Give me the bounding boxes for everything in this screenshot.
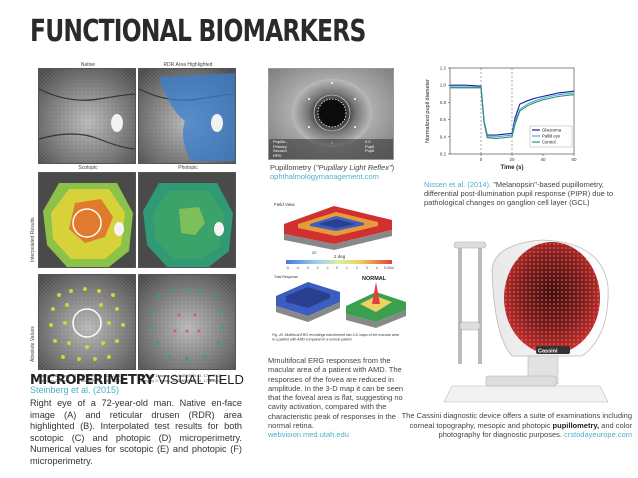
scale-tick: 2 [356,266,358,270]
chart-caption: Nissen et al. (2014). "Melanopsin"-based… [424,180,624,207]
x-tick-label: 0 [480,157,483,162]
y-tick-label: 0.2 [440,152,447,157]
column-header-rdr: RDR Area Highlighted [163,62,213,68]
legend-label: Pallid eye [542,134,561,139]
erg-figure-caption: Fig. 40. Multifocal ERG recordings trans… [272,333,400,342]
cassini-brand-label: Cassini [538,349,558,355]
pupil-readout-line: Primary [273,143,287,149]
scale-tick: -5 [286,266,289,270]
scale-tick: 3 [366,266,368,270]
caption-suffix: ) [391,163,395,172]
chart-caption-text: "Melanopsin"-based pupillometry, differe… [424,180,614,207]
pupil-readout-line: RPD [273,152,282,158]
cassini-text-before: The Cassini diagnostic device offers a s… [401,411,632,430]
cassini-description: The Cassini diagnostic device offers a s… [396,411,632,440]
pupil-readout-line: Second [273,148,287,154]
erg-body-text: Mmultifocal ERG responses from the macul… [268,356,404,431]
fundus-image-f [138,274,236,370]
erg-source-link[interactable]: webvision.med.utah.edu [268,430,349,440]
x-tick-label: 20 [509,157,515,162]
erg-deg-value: 20 [312,250,317,255]
fundus-image-d [138,172,236,268]
cassini-text-after: and color photography for diagnostic pur… [438,420,632,440]
multifocal-erg-figure: Field View 2 deg 20 -5 -4 -3 -2 -1 0 1 2… [264,196,414,346]
caption-italic: "Pupillary Light Reflex" [315,163,392,172]
chart-source-link[interactable]: Nissen et al. (2014). [424,180,492,189]
column-header-scotopic: Scotopic [78,165,98,171]
scale-tick: 4 [376,266,378,270]
fundus-image-e [38,274,136,370]
heading-bold: MICROPERIMETRY [30,373,155,388]
x-axis-label: Time (s) [501,165,524,171]
fundus-image-c [38,172,136,268]
pupillometry-source-link[interactable]: ophthalmologymanagement.com [270,172,379,181]
x-tick-label: 60 [571,157,577,162]
y-tick-label: 0.8 [440,100,447,105]
erg-total-response-label: Total Response [274,275,298,279]
erg-field-view-label: Field View [274,202,295,207]
microperimetry-description: Right eye of a 72-year-old man. Native e… [30,398,242,466]
scale-tick: 0 [336,266,338,270]
microperimetry-source-link[interactable]: Steinberg et al. (2015) [30,385,120,395]
pupil-readout-line: Pupil [365,143,374,149]
column-header-photopic: Photopic [178,165,198,171]
y-axis-label: Normalized pupil diameter [425,79,431,143]
erg-description: Mmultifocal ERG responses from the macul… [268,356,416,440]
legend-label: Control [542,140,556,145]
scale-tick: -1 [326,266,329,270]
scale-tick: 1 [346,266,348,270]
page-title: FUNCTIONAL BIOMARKERS [30,14,366,49]
pupillometry-caption: Pupillometry ("Pupillary Light Reflex") [270,163,394,172]
y-tick-label: 1.0 [440,83,447,88]
scale-tick: -2 [316,266,319,270]
fundus-image-a [38,68,136,164]
legend-label: Glaucoma [542,128,562,133]
series-line [450,87,575,140]
category-line: Category 1: mean, 12.0 dB (95% CI, 10.6-… [38,373,122,378]
pupil-readout-line: Pupillo... [273,139,289,144]
y-tick-label: 0.4 [440,134,447,139]
y-tick-label: 1.2 [440,66,447,71]
scale-tick: 5 0/0m [384,266,394,270]
y-tick-label: 0.6 [440,117,447,122]
pupil-readout-line: Pupil [365,148,374,154]
x-tick-label: 40 [540,157,546,162]
legend-box [529,125,573,148]
category-line: Category 2: mean, 20.3 dB (95% CI, 17.3-… [138,378,222,383]
category-line: Category 1: mean, 19.4 dB (95% CI, 17.6-… [138,373,222,378]
erg-normal-label: NORMAL [362,276,387,282]
pupil-readout-line: 0.0 [365,139,371,144]
column-header-native: Native [80,62,96,68]
heading-rest: VISUAL FIELD [154,372,244,387]
pupillometry-image: Pupillo... Primary Second RPD 0.0 Pupil … [268,68,394,160]
scale-tick: -4 [296,266,299,270]
scale-tick: -3 [306,266,309,270]
erg-deg-label: 2 deg [334,254,346,259]
fundus-image-b [138,68,236,164]
category-line: Category 2: mean, 14.0 dB (95% CI, 14.9-… [38,378,122,383]
cassini-source-link[interactable]: crstodayeurope.com [564,430,632,440]
microperimetry-figure: Native RDR Area Highlighted [30,62,238,383]
cassini-device-image: Cassini [432,226,620,412]
side-label-absolute: Absolute Values [30,326,36,362]
side-label-interpolated: Interpolated Results [30,217,36,262]
caption-prefix: Pupillometry ( [270,163,316,172]
microperimetry-heading: MICROPERIMETRY VISUAL FIELD [30,372,244,388]
cassini-text-bold: pupillometry, [552,420,600,430]
